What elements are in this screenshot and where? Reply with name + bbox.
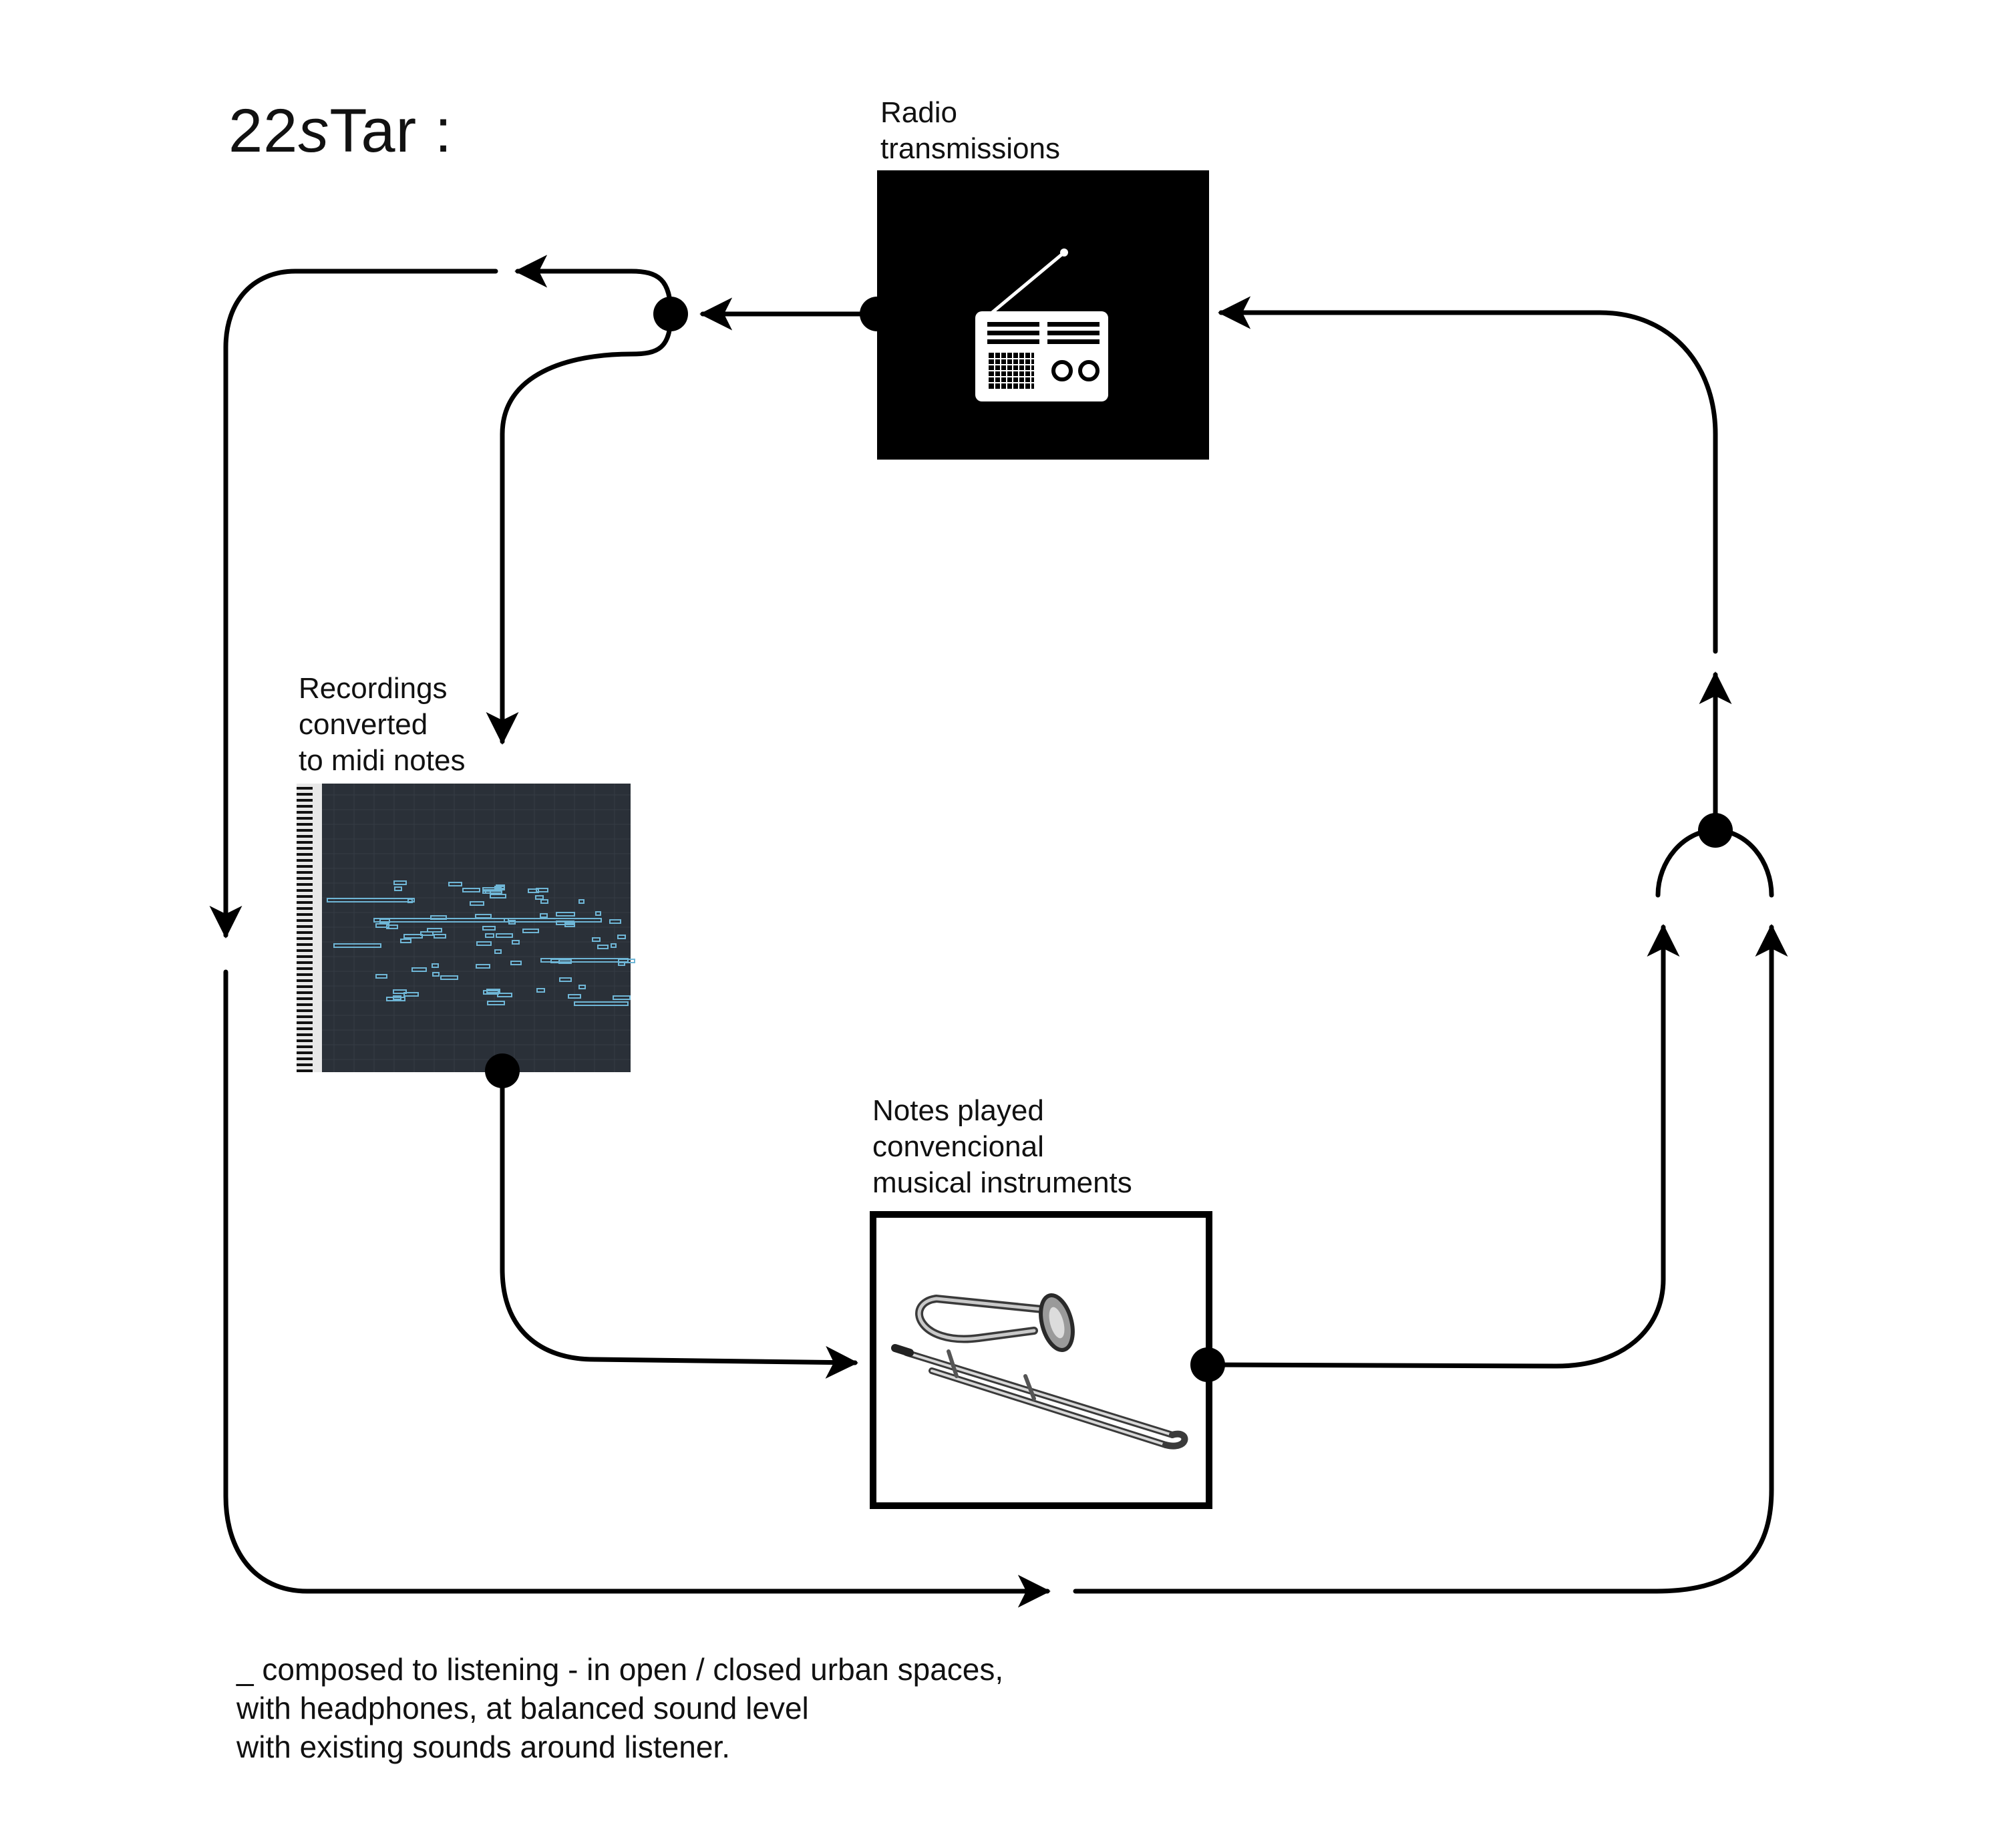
- arrow-outer-left-down: [209, 269, 498, 939]
- radio-node: [877, 170, 1209, 460]
- piano-roll-icon: [297, 784, 635, 1072]
- arrow-midi-to-instruments: [500, 1068, 858, 1379]
- arrow-instruments-to-right: [1206, 924, 1680, 1369]
- merge-junction-dot: [1698, 813, 1733, 848]
- junction-dots: [485, 297, 1733, 1382]
- midi-output-dot: [485, 1053, 520, 1088]
- midi-label: Recordings converted to midi notes: [299, 672, 466, 777]
- radio-output-dot: [860, 297, 894, 331]
- arrow-outer-right-up: [1073, 924, 1788, 1594]
- split-junction-dot: [653, 297, 688, 331]
- arrow-right-to-radio: [1218, 296, 1718, 654]
- arrow-outer-bottom: [223, 969, 1051, 1608]
- footnote: _ composed to listening - in open / clos…: [236, 1652, 1004, 1764]
- piano-roll: [297, 784, 631, 1072]
- instruments-node: [870, 1211, 1212, 1509]
- radio-icon: [975, 248, 1108, 401]
- instruments-output-dot: [1190, 1347, 1225, 1382]
- midi-node: [297, 784, 635, 1072]
- arrow-junction-to-midi: [486, 311, 673, 745]
- instruments-label: Notes played convencional musical instru…: [872, 1094, 1132, 1199]
- arrow-junction-to-left-loop: [514, 255, 673, 317]
- trombone-icon: [891, 1293, 1188, 1450]
- radio-label: Radio transmissions: [880, 96, 1060, 165]
- page-title: 22sTar :: [228, 97, 453, 165]
